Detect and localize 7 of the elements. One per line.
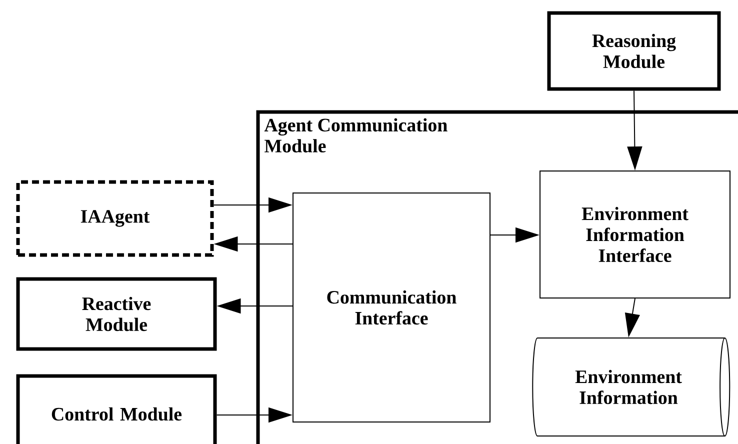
module-box: Reactive Module bbox=[16, 277, 217, 351]
agent-box: IAAgent bbox=[16, 180, 214, 257]
interface-box: Communication Interface bbox=[292, 192, 490, 422]
storage-cylinder: Environment Information bbox=[532, 338, 730, 436]
module-box: Reasoning Module bbox=[547, 11, 721, 91]
interface-box: Environment Information Interface bbox=[540, 170, 730, 298]
module-box: Control Module bbox=[16, 374, 217, 444]
